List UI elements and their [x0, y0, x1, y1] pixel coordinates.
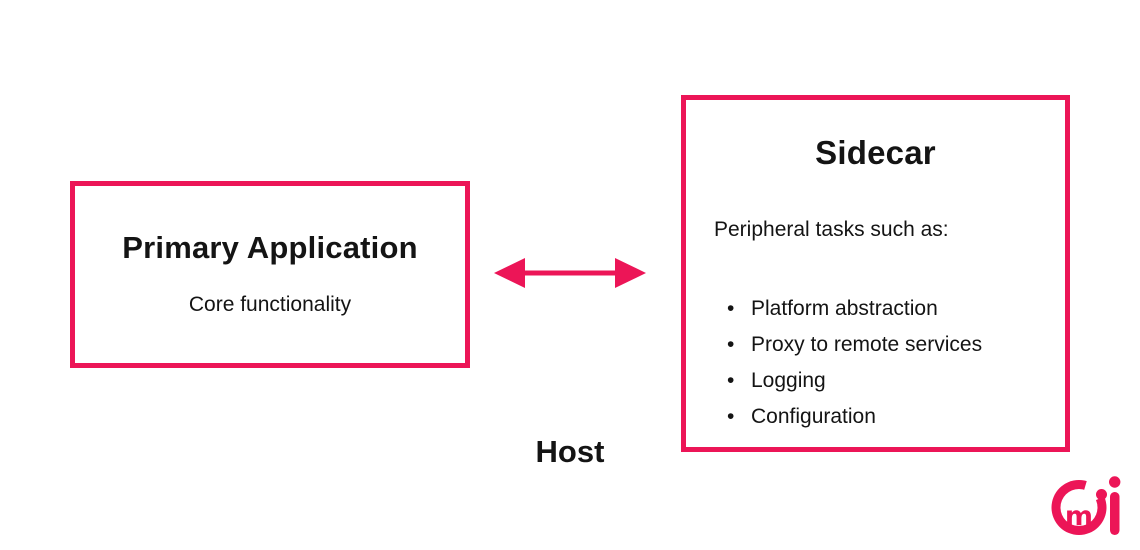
host-label: Host	[535, 434, 605, 469]
task-list-item: Proxy to remote services	[714, 327, 1037, 363]
task-list-item: Logging	[714, 363, 1037, 399]
sidecar-intro: Peripheral tasks such as:	[714, 218, 949, 241]
cmi-logo-icon: m	[1051, 470, 1131, 540]
task-list-item: Configuration	[714, 399, 1037, 435]
bidirectional-arrow-icon	[492, 251, 648, 295]
svg-text:m: m	[1065, 501, 1093, 532]
sidecar-box: Sidecar Peripheral tasks such as: Platfo…	[681, 95, 1070, 452]
primary-application-title: Primary Application	[122, 230, 418, 265]
sidecar-task-list: Platform abstraction Proxy to remote ser…	[714, 291, 1037, 435]
primary-application-subtitle: Core functionality	[188, 293, 352, 316]
primary-application-box: Primary Application Core functionality	[70, 181, 470, 368]
sidecar-title: Sidecar	[815, 134, 936, 171]
task-list-item: Platform abstraction	[714, 291, 1037, 327]
